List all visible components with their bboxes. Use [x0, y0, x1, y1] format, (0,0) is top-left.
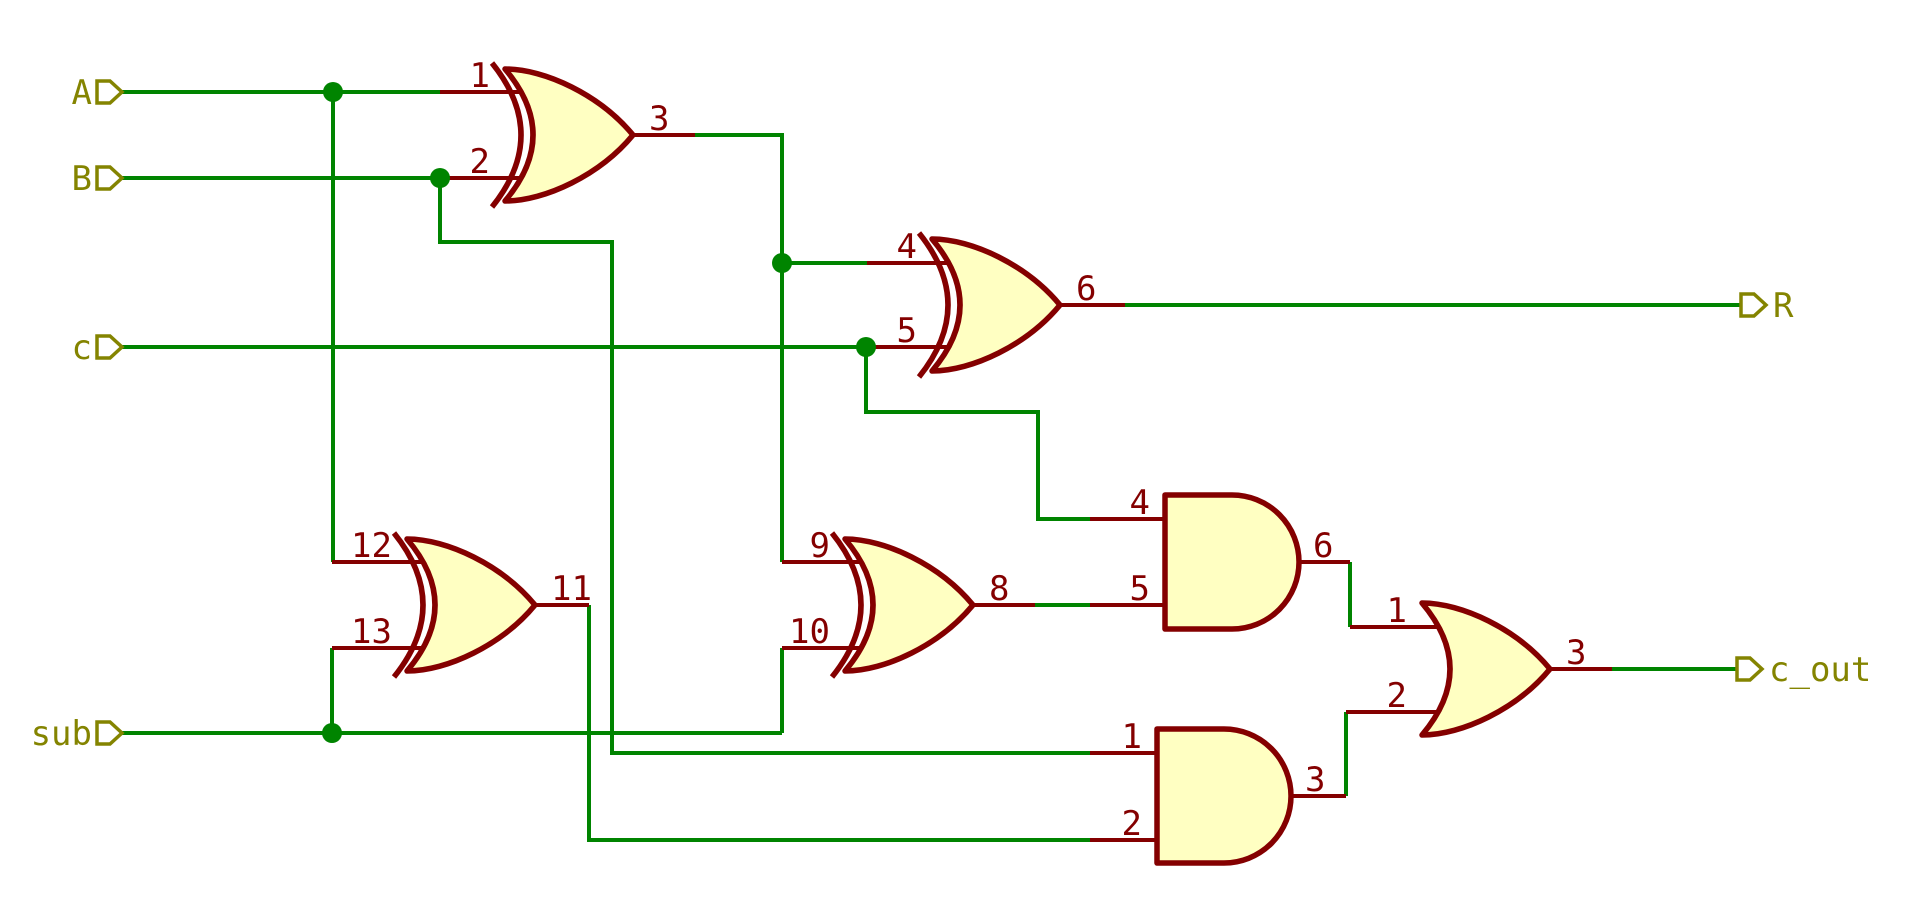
port-arrow-sub[interactable] — [95, 720, 125, 746]
pin-number-label: 12 — [351, 526, 392, 566]
wire-b-route[interactable] — [438, 178, 1090, 755]
pin-number-label: 3 — [1305, 760, 1325, 800]
port-label-R[interactable]: R — [1773, 286, 1794, 326]
gate-xor-a-b-body[interactable] — [502, 66, 636, 204]
port-arrow-R[interactable] — [1739, 292, 1769, 318]
port-arrow-c[interactable] — [95, 334, 125, 360]
gate-xor-b-sub-xor-arc — [391, 531, 426, 679]
junction-dot-0[interactable] — [323, 82, 343, 102]
pin-number-label: 11 — [551, 569, 592, 609]
gate-xor-b-sub-body[interactable] — [404, 536, 538, 674]
port-label-c_out[interactable]: c_out — [1769, 650, 1871, 690]
port-label-c[interactable]: c — [72, 328, 92, 368]
gate-or-cout-body[interactable] — [1419, 600, 1553, 738]
pin-number-label: 2 — [1387, 676, 1407, 716]
gate-and-top-body[interactable] — [1162, 492, 1302, 632]
wire-c-route[interactable] — [864, 347, 1090, 521]
gate-xor-mid-xor-arc — [829, 531, 864, 679]
pin-number-label: 1 — [1387, 591, 1407, 631]
pin-number-label: 5 — [897, 311, 917, 351]
pin-number-label: 2 — [470, 142, 490, 182]
pin-number-label: 6 — [1076, 269, 1096, 309]
gate-xor-a-b-xor-arc — [489, 61, 524, 209]
junction-dot-3[interactable] — [856, 337, 876, 357]
gate-xor-mid-body[interactable] — [842, 536, 976, 674]
gate-and-bot-body[interactable] — [1154, 726, 1294, 866]
pin-number-label: 1 — [470, 56, 490, 96]
junction-dot-2[interactable] — [772, 253, 792, 273]
port-arrow-A[interactable] — [95, 79, 125, 105]
port-arrow-c_out[interactable] — [1735, 656, 1765, 682]
junction-dot-1[interactable] — [430, 168, 450, 188]
pin-number-label: 10 — [789, 612, 830, 652]
port-label-sub[interactable]: sub — [31, 714, 92, 754]
pin-number-label: 8 — [989, 569, 1009, 609]
pin-number-label: 3 — [649, 99, 669, 139]
port-label-A[interactable]: A — [72, 73, 92, 113]
gate-xor-r-body[interactable] — [929, 236, 1063, 374]
pin-number-label: 4 — [1130, 483, 1150, 523]
pin-number-label: 5 — [1130, 569, 1150, 609]
wire-xorbl-out[interactable] — [587, 605, 1090, 842]
port-label-B[interactable]: B — [72, 159, 92, 199]
pin-number-label: 1 — [1122, 717, 1142, 757]
gate-xor-r-xor-arc — [916, 231, 951, 379]
junction-dot-4[interactable] — [322, 723, 342, 743]
pin-number-label: 4 — [897, 227, 917, 267]
port-arrow-B[interactable] — [95, 165, 125, 191]
pin-number-label: 3 — [1566, 633, 1586, 673]
wire-xor1-out[interactable] — [695, 133, 784, 562]
pin-number-label: 2 — [1122, 804, 1142, 844]
pin-number-label: 9 — [810, 526, 830, 566]
pin-number-label: 6 — [1313, 526, 1333, 566]
pin-number-label: 13 — [351, 612, 392, 652]
